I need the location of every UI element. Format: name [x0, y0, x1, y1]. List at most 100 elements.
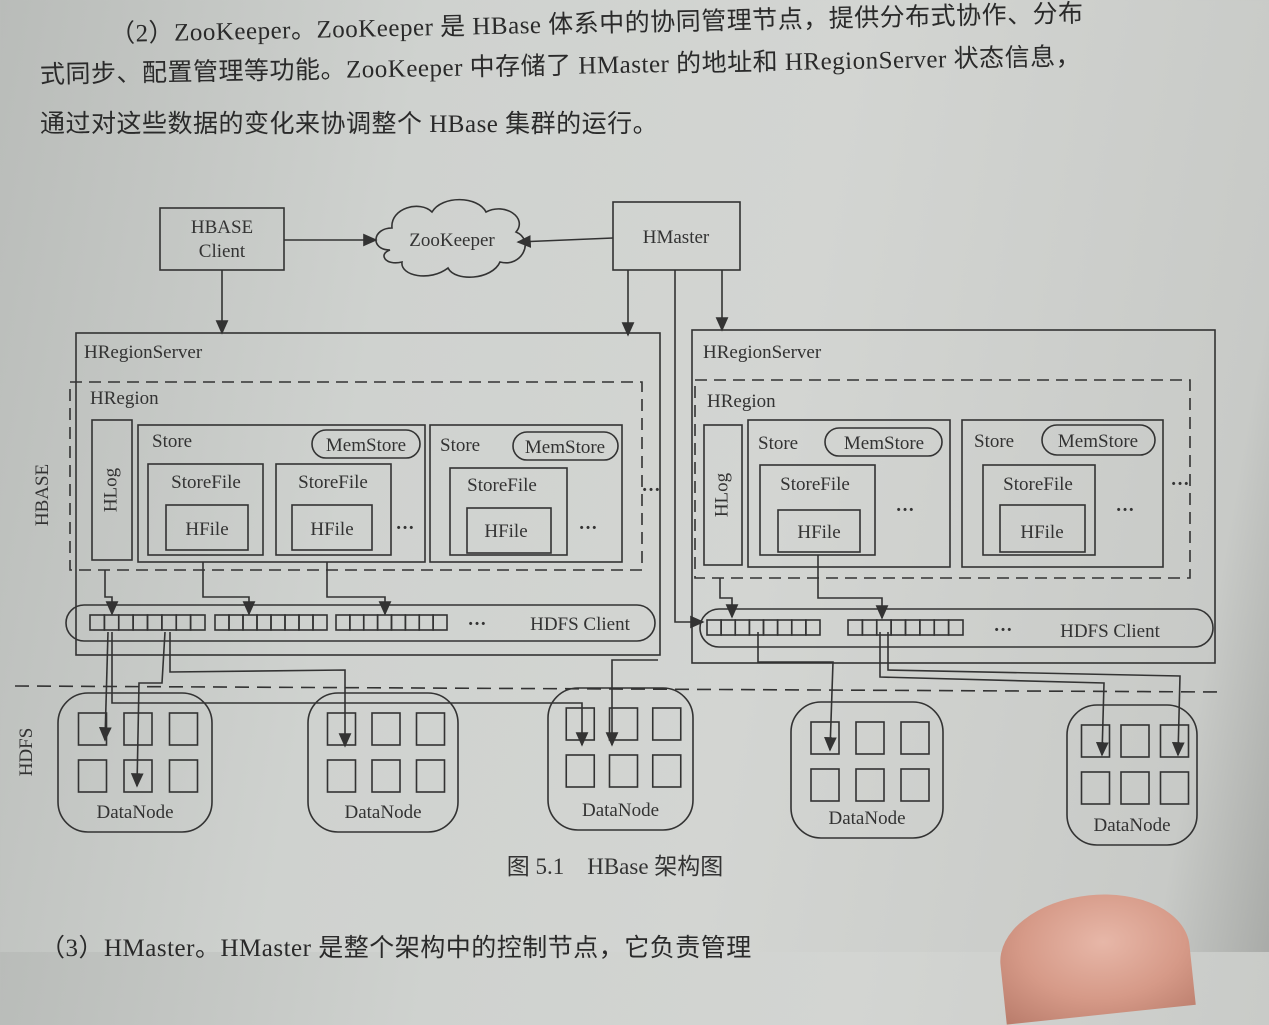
data-block [651, 707, 682, 741]
block-cell [861, 619, 878, 636]
block-cell [947, 619, 964, 636]
block-cell [335, 614, 351, 631]
block-cell [270, 614, 286, 631]
data-block [565, 707, 596, 741]
data-block [77, 712, 108, 746]
block-cell [919, 619, 936, 636]
hbase-architecture-diagram: HBASE Client ZooKeeper HMaster HBASE HDF… [14, 198, 1223, 879]
datanode-label: DataNode [344, 802, 421, 823]
ellipsis: ··· [467, 614, 486, 635]
store-label: Store [440, 435, 480, 456]
block-cell [312, 614, 328, 631]
hfile-label: HFile [310, 519, 353, 540]
block-cell [432, 614, 448, 631]
data-block [608, 754, 639, 788]
layer-divider [14, 685, 1223, 693]
data-block [1159, 771, 1190, 805]
hmaster-label: HMaster [643, 227, 710, 248]
data-block [415, 759, 446, 793]
data-block [608, 707, 639, 741]
hdfs-client-label: HDFS Client [1060, 621, 1160, 642]
hregion-label: HRegion [90, 388, 159, 409]
data-block [371, 759, 401, 793]
block-cell [875, 619, 892, 636]
block-cell [720, 619, 737, 636]
ellipsis: ··· [1115, 500, 1134, 521]
data-block [1120, 771, 1150, 805]
datanode-label: DataNode [582, 800, 659, 821]
block-cell [175, 614, 192, 631]
datanode: DataNode [1066, 704, 1198, 846]
block-cell [904, 619, 921, 636]
block-array [706, 619, 821, 636]
block-cell [117, 614, 134, 631]
storefile-label: StoreFile [467, 475, 537, 496]
block-cell [256, 614, 272, 631]
ellipsis: ··· [578, 518, 597, 539]
data-block [326, 759, 357, 793]
data-block [168, 759, 199, 793]
ellipsis: ··· [641, 480, 660, 501]
storefile-label: StoreFile [1003, 474, 1073, 495]
datanode-label: DataNode [1093, 815, 1170, 836]
data-block [855, 721, 885, 755]
block-cell [242, 614, 258, 631]
block-array [335, 614, 448, 631]
block-array [214, 614, 328, 631]
block-cell [790, 619, 807, 636]
data-block [123, 712, 153, 746]
data-block [168, 712, 199, 746]
block-cell [734, 619, 751, 636]
hlog-label: HLog [100, 467, 121, 512]
data-block [1080, 771, 1111, 805]
hfile-label: HFile [1020, 522, 1063, 543]
block-cell [146, 614, 163, 631]
data-block [1159, 724, 1190, 758]
hbase-client-label: HBASE [191, 217, 253, 238]
write-flow-lines [104, 555, 889, 620]
hmaster-box: HMaster [612, 201, 741, 271]
data-block [326, 712, 357, 746]
hregion-label: HRegion [707, 391, 776, 412]
hdfs-layer-label: HDFS [16, 728, 37, 777]
data-block [371, 712, 401, 746]
block-cell [390, 614, 407, 631]
hdfs-client-label: HDFS Client [530, 614, 630, 635]
block-cell [890, 619, 907, 636]
block-cell [189, 614, 206, 631]
block-cell [376, 614, 393, 631]
data-block [565, 754, 596, 788]
block-cell [132, 614, 149, 631]
data-block [900, 721, 930, 755]
block-cell [748, 619, 765, 636]
storefile-label: StoreFile [298, 472, 368, 493]
datanode: DataNode [307, 692, 459, 833]
block-cell [284, 614, 300, 631]
datanode-label: DataNode [828, 808, 905, 829]
block-cell [228, 614, 244, 631]
data-block [1080, 724, 1111, 758]
paragraph-line: 通过对这些数据的变化来协调整个 HBase 集群的运行。 [40, 111, 659, 138]
zookeeper-cloud: ZooKeeper [375, 198, 526, 278]
datanode: DataNode [57, 692, 213, 833]
data-block [810, 721, 840, 755]
data-block [651, 754, 682, 788]
region-server-label: HRegionServer [703, 342, 822, 363]
ellipsis: ··· [1170, 474, 1189, 495]
block-cell [762, 619, 779, 636]
storefile-label: StoreFile [780, 474, 850, 495]
block-array [89, 614, 206, 631]
block-cell [349, 614, 365, 631]
memstore-label: MemStore [326, 435, 406, 456]
block-cell [298, 614, 314, 631]
data-block [123, 759, 153, 793]
hfile-label: HFile [185, 519, 228, 540]
hfile-label: HFile [484, 521, 527, 542]
block-cell [214, 614, 230, 631]
figure-caption: 图 5.1 HBase 架构图 [507, 854, 724, 879]
store-label: Store [974, 431, 1014, 452]
block-cell [805, 619, 821, 636]
ellipsis: ··· [395, 518, 414, 539]
hfile-label: HFile [797, 522, 840, 543]
data-block [810, 768, 840, 802]
